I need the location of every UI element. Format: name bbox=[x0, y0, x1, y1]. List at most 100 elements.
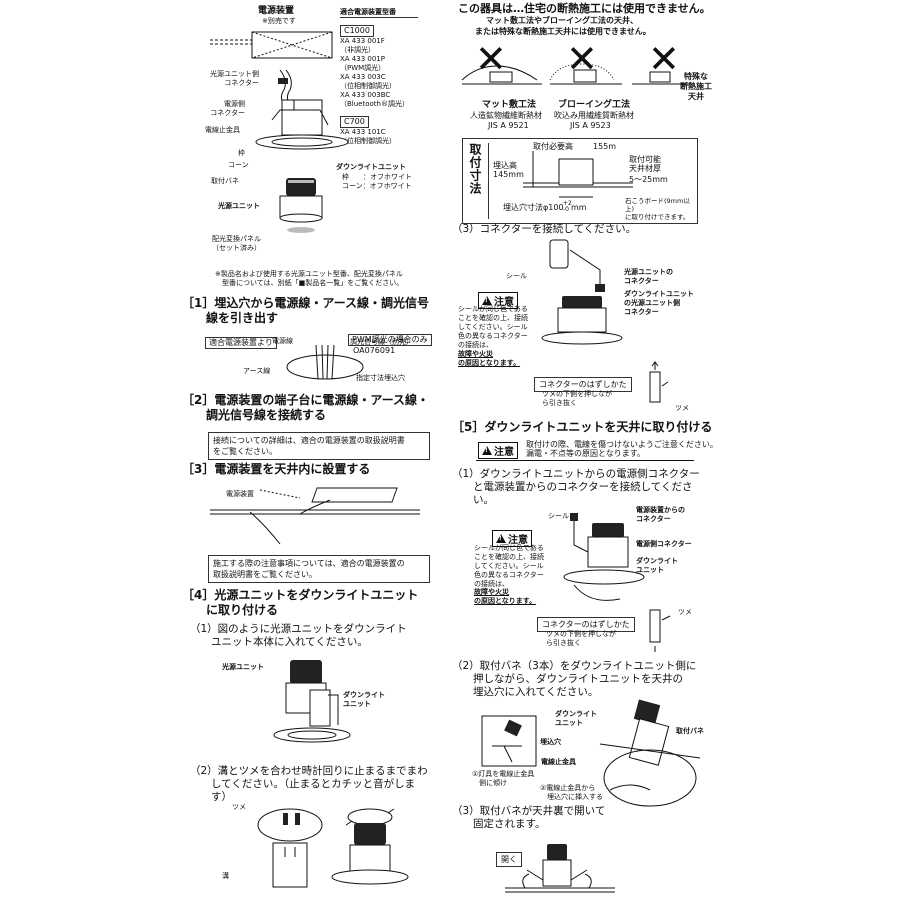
model-line: （非調光） bbox=[340, 46, 375, 54]
blow-method-sub: 吹込み用繊維質断熱材 bbox=[554, 111, 634, 120]
cone-color: コーン：オフホワイト bbox=[342, 182, 412, 190]
dimensions-vlabel: 取付寸法 bbox=[467, 143, 489, 219]
step5-warning-caution-text: 注意 bbox=[508, 535, 528, 546]
frame-label: 枠 bbox=[238, 149, 245, 157]
step3c-caution-header: !注意 bbox=[478, 290, 518, 309]
ceiling-thickness-label: 取付可能 天井材厚 bbox=[629, 155, 661, 173]
step5-connector-drawing bbox=[563, 513, 645, 601]
step5-power-connector-label: 電源側コネクター bbox=[636, 540, 692, 548]
step5-remove-title: コネクターのはずしかた bbox=[537, 617, 635, 632]
step5-open-label: 開く bbox=[496, 852, 522, 867]
pwm-tag-text: PWM調光の場合のみ bbox=[348, 334, 432, 346]
step5-spring-label: 取付バネ bbox=[676, 727, 704, 735]
step5-instruction-3: （3）取付バネが天井裏で開いて 固定されます。 bbox=[452, 805, 606, 830]
step5-caution-header: !注意 bbox=[478, 440, 518, 459]
mat-method-sub: 人造鉱物繊維断熱材 bbox=[470, 111, 542, 120]
step2-info-box: 接続についての詳細は、適合の電源装置の取扱説明書 をご覧ください。 bbox=[208, 432, 430, 460]
step5-step-b: ②電線止金具から 埋込穴に挿入する bbox=[540, 784, 603, 801]
step5-inset-drawing bbox=[481, 715, 537, 767]
c700-model-list: XA 433 101C（位相制御調光） bbox=[340, 128, 418, 146]
step5-hole-label: 埋込穴 bbox=[540, 738, 561, 746]
frame-color: 枠 ：オフホワイト bbox=[342, 173, 412, 181]
downlight-parts-drawing bbox=[255, 69, 349, 233]
step5-clamp-label: 電線止金具 bbox=[541, 758, 576, 766]
step5-caution-body: 取付けの際、電線を傷つけないようご注意ください。 漏電・不点等の原因となります。 bbox=[526, 440, 718, 458]
step3c-remove-drawing bbox=[649, 361, 669, 403]
step3c-title: （3）コネクターを接続してください。 bbox=[452, 223, 637, 235]
hole-label: 指定寸法埋込穴 bbox=[356, 374, 405, 382]
required-height-value: 155m bbox=[593, 142, 617, 151]
model-line: XA 433 101C bbox=[340, 128, 386, 136]
step5-divider bbox=[476, 460, 694, 461]
c700-tag: C700 bbox=[340, 116, 369, 128]
model-line: XA 433 003C bbox=[340, 73, 386, 81]
product-note: ※製品名および使用する光源ユニット型番、配光変換パネル 型番については、別紙「■… bbox=[215, 270, 404, 287]
cone-label: コーン bbox=[228, 161, 249, 169]
compatible-models-box: 適合電源装置型番 C1000 XA 433 001F（非調光）XA 433 00… bbox=[340, 8, 418, 146]
light-unit-label: 光源ユニット bbox=[218, 202, 260, 210]
step5-warning-text: シールが同じ色である ことを確認の上、接続 してください。シール 色の異なるコネ… bbox=[474, 544, 544, 588]
model-line: （PWM調光） bbox=[340, 64, 386, 72]
warning-sub-2: または特殊な断熱施工天井には使用できません。 bbox=[475, 27, 651, 36]
signal-model: OA076091 bbox=[353, 346, 396, 355]
step3-title: ［3］電源装置を天井内に設置する bbox=[182, 462, 371, 476]
step5-seal-label: シール bbox=[548, 512, 569, 520]
model-line: XA 433 003BC bbox=[340, 91, 391, 99]
step5-warning-bold: 故障や火災 の原因となります。 bbox=[474, 588, 537, 605]
step4-instruction-2: （2）溝とツメを合わせ時計回りに止まるまでまわ してください。（止まるとカチッと… bbox=[190, 765, 428, 803]
c1000-model-list: XA 433 001F（非調光）XA 433 001P（PWM調光）XA 433… bbox=[340, 37, 418, 109]
supply-origin-tag: 適合電源装置より bbox=[205, 337, 277, 349]
model-line: （位相制御調光） bbox=[340, 82, 396, 90]
power-supply-drawing bbox=[210, 31, 333, 59]
step3c-drawing bbox=[541, 239, 623, 345]
compatible-models-title: 適合電源装置型番 bbox=[340, 8, 418, 18]
step3c-caution-text: 注意 bbox=[494, 297, 514, 308]
blow-method-title: ブローイング工法 bbox=[558, 100, 631, 110]
model-line: （位相制御調光） bbox=[340, 137, 396, 145]
step4-drawing-2 bbox=[257, 808, 323, 888]
ceiling-thickness-value: 5～25mm bbox=[629, 175, 668, 184]
panel-label: 配光変換パネル （セット済み） bbox=[212, 235, 261, 252]
model-line: XA 433 001F bbox=[340, 37, 385, 45]
model-line: （Bluetooth®調光） bbox=[340, 100, 409, 108]
step1-drawing bbox=[286, 344, 364, 380]
step3c-warning-bold: 故障や火災 の原因となります。 bbox=[458, 350, 521, 367]
downlight-unit-label: ダウンライトユニット bbox=[336, 163, 406, 171]
step5-remove-text: ツメの下側を押しなが ら引き抜く bbox=[546, 630, 616, 647]
blow-method-jis: JIS A 9523 bbox=[570, 121, 611, 130]
mat-method-title: マット敷工法 bbox=[482, 100, 537, 110]
required-height-label: 取付必要高 bbox=[533, 142, 573, 151]
light-connector-label: 光源ユニット側 コネクター bbox=[210, 70, 259, 87]
step3c-tab-label: ツメ bbox=[675, 404, 689, 412]
power-supply-label: 電源装置 bbox=[258, 6, 295, 16]
step4-downlight-label: ダウンライト ユニット bbox=[343, 691, 385, 708]
step3c-downlight-connector-label: ダウンライトユニット の光源ユニット側 コネクター bbox=[624, 290, 694, 316]
step4-drawing-1 bbox=[273, 660, 351, 743]
wire-clamp-label: 電線止金具 bbox=[205, 126, 240, 134]
board-note: 石こうボード(9mm以上) に取り付けできます。 bbox=[625, 197, 690, 221]
step3-info-box: 施工する際の注意事項については、適合の電源装置の 取扱説明書をご覧ください。 bbox=[208, 555, 430, 583]
signal-wire-label: 調光信号線（別売） bbox=[350, 338, 413, 346]
step5-tab-label: ツメ bbox=[678, 608, 692, 616]
step5-supply-connector-label: 電源装置からの コネクター bbox=[636, 506, 685, 523]
hole-tolerance: +2 -0 bbox=[563, 200, 572, 213]
model-line: XA 433 001P bbox=[340, 55, 385, 63]
step5-install-drawing bbox=[599, 699, 701, 807]
step4-tab-label: ツメ bbox=[232, 803, 246, 811]
step4-title: ［4］光源ユニットをダウンライトユニット に取り付ける bbox=[182, 588, 419, 617]
step3c-light-connector-label: 光源ユニットの コネクター bbox=[624, 268, 673, 285]
step5-instruction-2: （2）取付バネ（3本）をダウンライトユニット側に 押しながら、ダウンライトユニッ… bbox=[452, 660, 697, 698]
step5-step-a: ①灯具を電線止金具 側に傾け bbox=[472, 770, 535, 787]
embed-height-label: 埋込高 145mm bbox=[493, 161, 524, 179]
c1000-tag: C1000 bbox=[340, 25, 374, 37]
step3-drawing bbox=[210, 487, 420, 545]
step5-title: ［5］ダウンライトユニットを天井に取り付ける bbox=[452, 420, 713, 434]
warning-triangle-icon: ! bbox=[496, 534, 506, 543]
warning-title: この器具は…住宅の断熱施工には使用できません。 bbox=[458, 2, 711, 15]
warning-triangle-icon: ! bbox=[482, 296, 492, 305]
insulation-drawings bbox=[461, 63, 692, 85]
step3c-seal-label: シール bbox=[506, 272, 527, 280]
power-wire-label: 電源線 bbox=[272, 337, 293, 345]
special-ceiling-label: 特殊な 断熱施工 天井 bbox=[680, 72, 712, 101]
step5-downlight-label: ダウンライト ユニット bbox=[636, 557, 678, 574]
